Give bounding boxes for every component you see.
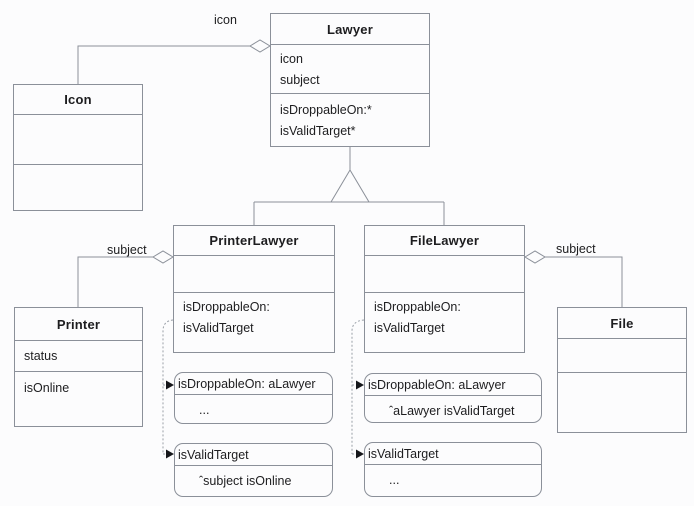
attributes-compartment bbox=[174, 255, 334, 292]
methods-compartment bbox=[558, 372, 686, 432]
method-note-file-is-valid: isValidTarget ... bbox=[364, 442, 542, 497]
generalization-triangle-icon bbox=[330, 169, 370, 203]
method: isValidTarget* bbox=[280, 124, 356, 138]
class-box-printer: Printer status isOnline bbox=[14, 307, 143, 427]
class-name-icon: Icon bbox=[64, 92, 92, 107]
method: isOnline bbox=[24, 381, 70, 395]
method-note-header: isValidTarget bbox=[365, 443, 541, 465]
association-label-subject-left: subject bbox=[107, 243, 147, 257]
association-line-subject-left bbox=[77, 256, 153, 307]
class-box-file-lawyer: FileLawyer isDroppableOn: isValidTarget bbox=[364, 225, 525, 353]
method-link-arrow-icon bbox=[356, 380, 364, 390]
method-note-body: ˆaLawyer isValidTarget bbox=[389, 404, 515, 418]
aggregation-diamond-icon bbox=[249, 39, 271, 53]
attribute: icon bbox=[280, 52, 303, 66]
attributes-compartment bbox=[365, 255, 524, 292]
method-note-body: ˆsubject isOnline bbox=[199, 474, 292, 488]
method-link-arrow-icon bbox=[356, 449, 364, 459]
methods-compartment: isOnline bbox=[15, 371, 142, 426]
methods-compartment bbox=[14, 164, 142, 210]
class-box-file: File bbox=[557, 307, 687, 433]
class-name-printer: Printer bbox=[56, 316, 101, 332]
method-note-header: isDroppableOn: aLawyer bbox=[365, 374, 541, 396]
attributes-compartment bbox=[14, 114, 142, 164]
aggregation-diamond-subject-right bbox=[524, 250, 546, 264]
attributes-compartment: status bbox=[15, 340, 142, 371]
aggregation-diamond-subject-left bbox=[152, 250, 174, 264]
method-note-header: isDroppableOn: aLawyer bbox=[175, 373, 332, 395]
method: isDroppableOn:* bbox=[280, 103, 372, 117]
attribute: status bbox=[24, 349, 58, 363]
methods-compartment: isDroppableOn: isValidTarget bbox=[174, 292, 334, 352]
method-link-arrow-icon bbox=[166, 449, 174, 459]
dotted-connector-left bbox=[162, 319, 174, 454]
method: isDroppableOn: bbox=[183, 300, 270, 314]
class-name-file: File bbox=[610, 315, 634, 331]
method-note-body: ... bbox=[389, 473, 400, 487]
class-name-file-lawyer: FileLawyer bbox=[409, 233, 480, 248]
method: isValidTarget bbox=[374, 321, 445, 335]
class-name-lawyer: Lawyer bbox=[326, 21, 373, 37]
method-note-printer-is-valid: isValidTarget ˆsubject isOnline bbox=[174, 443, 333, 497]
association-label-icon: icon bbox=[214, 13, 237, 27]
methods-compartment: isDroppableOn:* isValidTarget* bbox=[271, 93, 429, 146]
class-box-icon: Icon bbox=[13, 84, 143, 211]
attribute: subject bbox=[280, 73, 320, 87]
method-note-body: ... bbox=[199, 403, 210, 417]
association-label-subject-right: subject bbox=[556, 242, 596, 256]
method: isValidTarget bbox=[183, 321, 254, 335]
association-line-subject-right bbox=[545, 256, 623, 307]
attributes-compartment: icon subject bbox=[271, 44, 429, 93]
class-name-printer-lawyer: PrinterLawyer bbox=[209, 233, 299, 248]
association-line-icon bbox=[77, 45, 250, 84]
method-note-printer-is-droppable: isDroppableOn: aLawyer ... bbox=[174, 372, 333, 424]
method-link-arrow-icon bbox=[166, 380, 174, 390]
class-box-lawyer: Lawyer icon subject isDroppableOn:* isVa… bbox=[270, 13, 430, 147]
method-note-header: isValidTarget bbox=[175, 444, 332, 466]
methods-compartment: isDroppableOn: isValidTarget bbox=[365, 292, 524, 352]
attributes-compartment bbox=[558, 338, 686, 372]
method: isDroppableOn: bbox=[374, 300, 461, 314]
method-note-file-is-droppable: isDroppableOn: aLawyer ˆaLawyer isValidT… bbox=[364, 373, 542, 423]
class-box-printer-lawyer: PrinterLawyer isDroppableOn: isValidTarg… bbox=[173, 225, 335, 353]
